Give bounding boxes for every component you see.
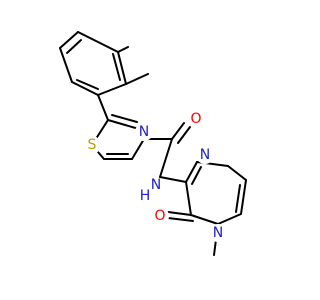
- bond: [117, 46, 129, 53]
- amide-oxygen-atom: O: [190, 111, 201, 127]
- bond: [191, 166, 202, 185]
- bond: [125, 73, 149, 85]
- bond: [171, 122, 185, 140]
- bond: [111, 114, 138, 123]
- bond: [97, 83, 127, 96]
- pyrazine-nitrogen-atom: N: [200, 147, 210, 163]
- atom-labels: S N O H N N O N: [83, 110, 227, 242]
- bond: [97, 94, 109, 121]
- bond: [159, 176, 187, 183]
- bond: [159, 138, 173, 178]
- bond: [235, 184, 241, 213]
- amide-nitrogen-atom: N: [151, 177, 161, 193]
- amide-nh-hydrogen: H: [140, 188, 151, 204]
- methyl-nitrogen-atom: N: [213, 225, 223, 241]
- bond: [71, 81, 99, 96]
- bond: [131, 138, 145, 160]
- bond: [76, 79, 99, 90]
- bonds: [59, 31, 247, 256]
- bond: [59, 31, 79, 49]
- bond: [117, 51, 127, 85]
- bond: [185, 181, 192, 216]
- bond: [240, 179, 247, 215]
- bond: [177, 126, 191, 144]
- bond: [112, 53, 121, 81]
- bond: [185, 161, 198, 183]
- molecule-structure: S N O H N N O N: [59, 31, 247, 256]
- bond: [217, 213, 242, 225]
- bond: [107, 119, 140, 130]
- thiazole-nitrogen-atom: N: [139, 124, 149, 140]
- bond: [77, 31, 119, 53]
- bond: [190, 214, 219, 225]
- bond: [66, 39, 82, 54]
- molecule-svg: S N O H N N O N: [59, 31, 247, 256]
- ring-oxygen-atom: O: [154, 208, 165, 224]
- bond: [59, 47, 73, 83]
- bond: [227, 165, 247, 181]
- bond: [167, 211, 192, 216]
- sulfur-atom: S: [88, 137, 97, 153]
- bond: [167, 217, 194, 222]
